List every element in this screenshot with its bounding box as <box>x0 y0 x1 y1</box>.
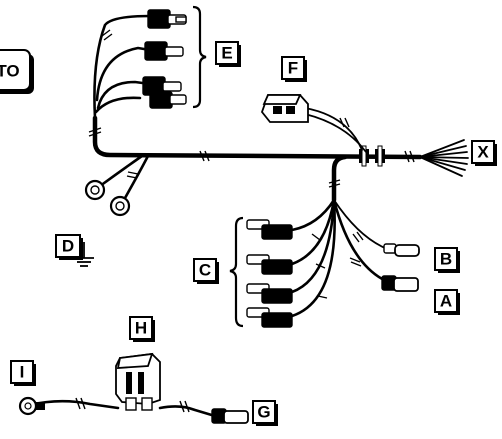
label-c: C <box>193 258 219 284</box>
main-trunk <box>88 115 423 167</box>
label-f-text: F <box>288 59 298 78</box>
corner-label-text: TO <box>0 62 20 81</box>
label-g-text: G <box>257 403 270 422</box>
label-h: H <box>129 316 155 342</box>
label-a: A <box>434 289 460 315</box>
connector-b <box>383 243 420 257</box>
label-x-text: X <box>477 143 489 162</box>
label-e-text: E <box>221 44 232 63</box>
corner-label: TO <box>0 49 34 94</box>
frayed-wire-end-x <box>419 139 469 177</box>
label-a-text: A <box>440 292 452 311</box>
connector-group-e <box>93 9 187 120</box>
label-d-text: D <box>62 237 74 256</box>
connector-g <box>211 408 249 424</box>
lower-branch <box>290 154 386 318</box>
connector-group-c <box>246 219 293 328</box>
label-b-text: B <box>440 250 452 269</box>
label-i: I <box>10 360 36 386</box>
bracket-c <box>229 216 244 328</box>
label-i-text: I <box>20 363 25 382</box>
label-c-text: C <box>199 261 211 280</box>
ring-terminal-i <box>18 396 45 416</box>
label-g: G <box>252 400 278 426</box>
label-f: F <box>281 56 307 82</box>
bracket-e <box>192 5 207 109</box>
label-h-text: H <box>135 319 147 338</box>
relay-socket-h <box>115 352 161 411</box>
connector-a <box>381 275 419 292</box>
label-e: E <box>215 41 241 67</box>
ground-symbol-icon <box>74 242 94 267</box>
label-d: D <box>55 234 83 260</box>
ground-terminals-d <box>84 154 150 217</box>
label-x: X <box>471 140 497 166</box>
connector-f <box>260 94 367 153</box>
label-b: B <box>434 247 460 273</box>
